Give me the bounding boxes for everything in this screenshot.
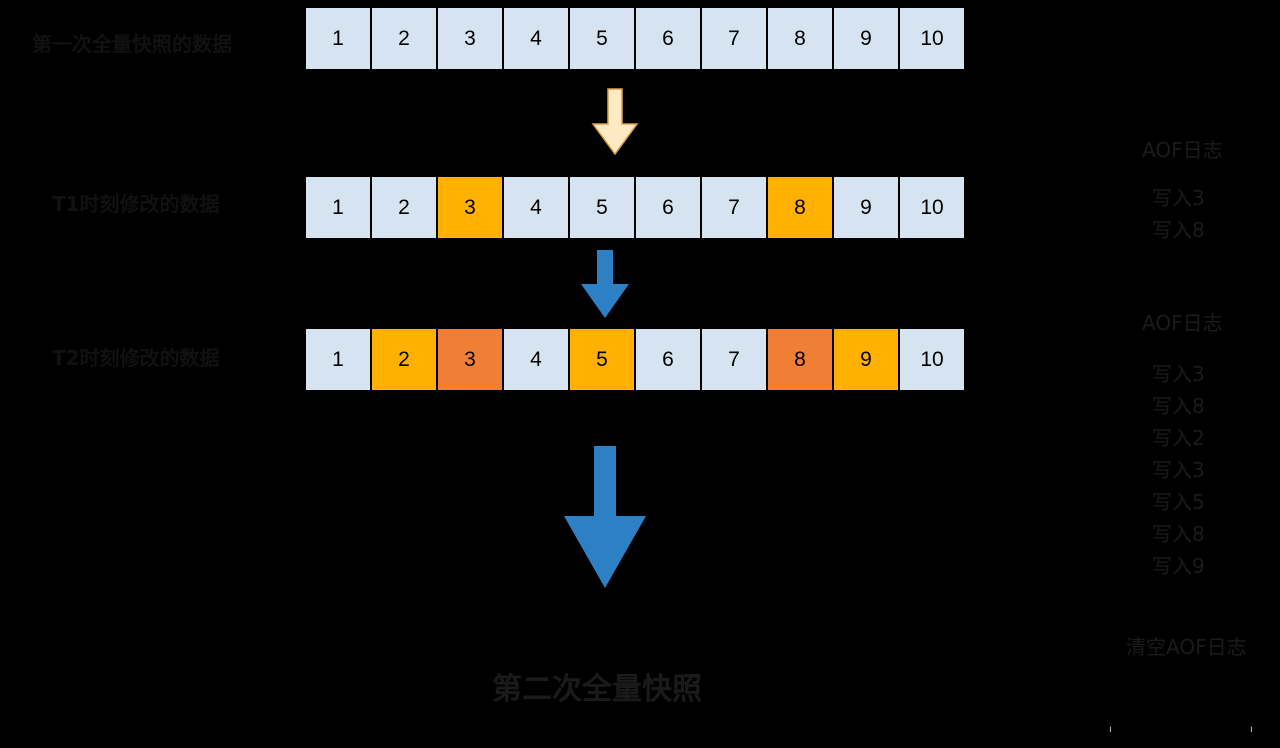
data-cell: 7 (702, 8, 766, 69)
data-cell: 6 (636, 8, 700, 69)
row-label-t2: T2时刻修改的数据 (52, 346, 220, 370)
aof-log-line: 写入5 (1152, 490, 1205, 514)
arrow-down-icon (564, 446, 646, 588)
arrow-third-shape (564, 446, 646, 588)
data-cell: 8 (768, 329, 832, 390)
corner-mark-right: ı (1250, 724, 1253, 735)
data-cell: 6 (636, 177, 700, 238)
aof-log-title-1: AOF日志 (1142, 138, 1223, 162)
clear-aof-label: 清空AOF日志 (1126, 635, 1247, 659)
data-cell: 10 (900, 329, 964, 390)
data-cell: 2 (372, 329, 436, 390)
data-cell: 5 (570, 329, 634, 390)
data-cell: 3 (438, 8, 502, 69)
data-cell: 4 (504, 8, 568, 69)
aof-log-line: 写入8 (1152, 522, 1205, 546)
corner-mark-left: ı (1109, 724, 1112, 735)
data-cell: 7 (702, 177, 766, 238)
data-cell: 4 (504, 329, 568, 390)
aof-log-lines-2: 写入3 写入8 写入2 写入3 写入5 写入8 写入9 (1152, 358, 1205, 582)
data-cell: 8 (768, 177, 832, 238)
data-cell: 5 (570, 177, 634, 238)
aof-log-line: 写入3 (1152, 458, 1205, 482)
data-cell: 3 (438, 177, 502, 238)
aof-log-title-2: AOF日志 (1142, 311, 1223, 335)
row-label-first-snapshot: 第一次全量快照的数据 (32, 32, 232, 56)
data-cell: 9 (834, 329, 898, 390)
data-cell: 1 (306, 8, 370, 69)
data-cell: 2 (372, 177, 436, 238)
data-cell: 5 (570, 8, 634, 69)
data-cell: 6 (636, 329, 700, 390)
data-cell: 4 (504, 177, 568, 238)
arrow-second-shape (581, 250, 629, 318)
data-cell: 1 (306, 329, 370, 390)
aof-log-line: 写入8 (1152, 394, 1205, 418)
arrow-down-icon (591, 88, 639, 156)
data-cell: 3 (438, 329, 502, 390)
aof-log-line: 写入3 (1152, 362, 1205, 386)
aof-log-line: 写入8 (1152, 218, 1205, 242)
arrow-first-shape (591, 88, 639, 156)
aof-log-line: 写入9 (1152, 554, 1205, 578)
aof-log-line: 写入2 (1152, 426, 1205, 450)
data-cell: 10 (900, 177, 964, 238)
row-label-t1: T1时刻修改的数据 (52, 192, 220, 216)
data-cell: 9 (834, 8, 898, 69)
second-snapshot-label: 第二次全量快照 (492, 672, 702, 707)
arrow-down-icon (581, 250, 629, 318)
data-cell: 9 (834, 177, 898, 238)
data-cell: 8 (768, 8, 832, 69)
data-cell: 10 (900, 8, 964, 69)
data-cell: 2 (372, 8, 436, 69)
data-cell: 1 (306, 177, 370, 238)
data-cell: 7 (702, 329, 766, 390)
aof-log-line: 写入3 (1152, 186, 1205, 210)
